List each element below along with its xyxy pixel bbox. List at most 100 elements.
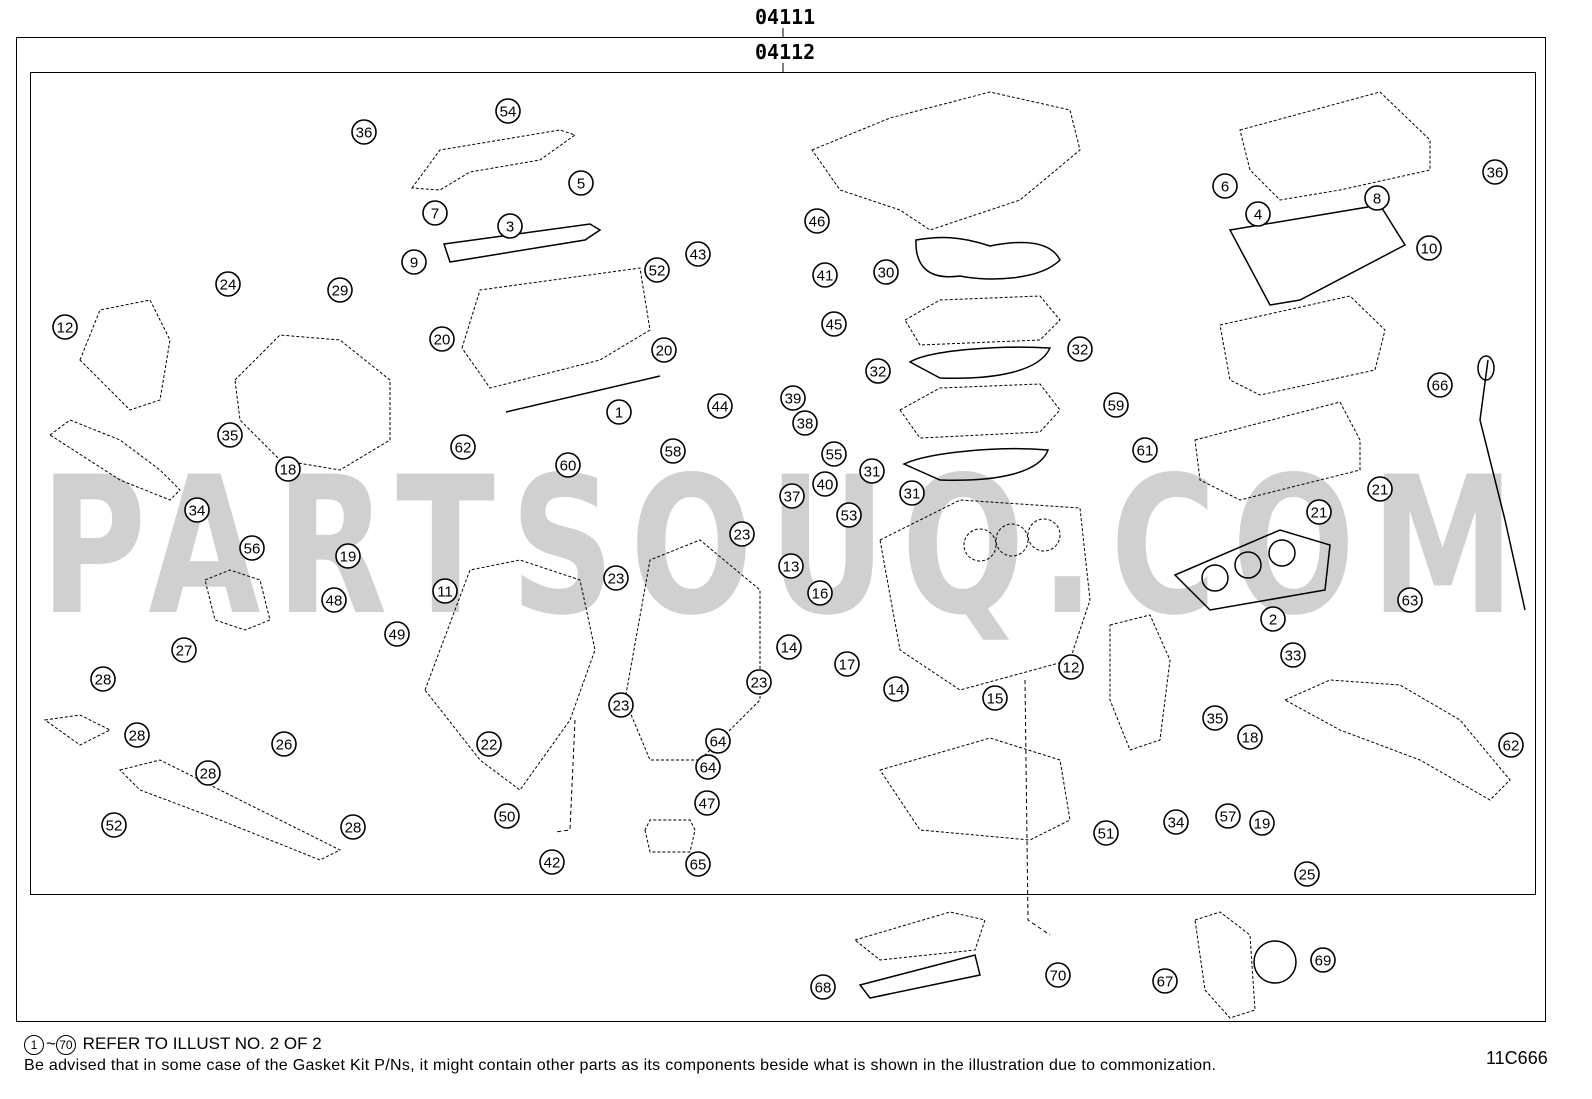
part-callout-34[interactable]: 34 bbox=[184, 497, 210, 523]
part-callout-6[interactable]: 6 bbox=[1212, 173, 1238, 199]
part-callout-44[interactable]: 44 bbox=[707, 393, 733, 419]
part-callout-22[interactable]: 22 bbox=[476, 731, 502, 757]
part-callout-2[interactable]: 2 bbox=[1260, 606, 1286, 632]
part-callout-28[interactable]: 28 bbox=[195, 760, 221, 786]
part-callout-64[interactable]: 64 bbox=[705, 728, 731, 754]
part-callout-36[interactable]: 36 bbox=[1482, 159, 1508, 185]
part-callout-40[interactable]: 40 bbox=[812, 471, 838, 497]
part-callout-28[interactable]: 28 bbox=[90, 666, 116, 692]
part-callout-58[interactable]: 58 bbox=[660, 438, 686, 464]
callout-number: 52 bbox=[649, 263, 666, 280]
part-callout-36[interactable]: 36 bbox=[351, 119, 377, 145]
part-callout-63[interactable]: 63 bbox=[1397, 587, 1423, 613]
timing-housing bbox=[624, 539, 761, 761]
part-callout-25[interactable]: 25 bbox=[1294, 861, 1320, 887]
callout-number: 28 bbox=[200, 766, 217, 783]
part-callout-12[interactable]: 12 bbox=[1058, 654, 1084, 680]
part-callout-43[interactable]: 43 bbox=[685, 241, 711, 267]
part-callout-1[interactable]: 1 bbox=[606, 399, 632, 425]
part-callout-64[interactable]: 64 bbox=[695, 754, 721, 780]
part-callout-57[interactable]: 57 bbox=[1215, 803, 1241, 829]
part-callout-11[interactable]: 11 bbox=[432, 578, 458, 604]
part-callout-35[interactable]: 35 bbox=[217, 422, 243, 448]
part-callout-54[interactable]: 54 bbox=[495, 98, 521, 124]
part-callout-32[interactable]: 32 bbox=[865, 358, 891, 384]
part-callout-26[interactable]: 26 bbox=[271, 731, 297, 757]
part-callout-28[interactable]: 28 bbox=[340, 814, 366, 840]
part-callout-39[interactable]: 39 bbox=[780, 385, 806, 411]
part-callout-23[interactable]: 23 bbox=[729, 521, 755, 547]
part-callout-62[interactable]: 62 bbox=[1498, 732, 1524, 758]
part-callout-35[interactable]: 35 bbox=[1202, 705, 1228, 731]
part-callout-14[interactable]: 14 bbox=[776, 634, 802, 660]
part-callout-55[interactable]: 55 bbox=[821, 441, 847, 467]
part-callout-16[interactable]: 16 bbox=[807, 580, 833, 606]
part-callout-30[interactable]: 30 bbox=[873, 259, 899, 285]
part-callout-70[interactable]: 70 bbox=[1045, 962, 1071, 988]
part-callout-9[interactable]: 9 bbox=[401, 249, 427, 275]
part-callout-52[interactable]: 52 bbox=[101, 812, 127, 838]
part-callout-17[interactable]: 17 bbox=[834, 651, 860, 677]
lower-intake bbox=[899, 383, 1061, 439]
water-pipe-lower bbox=[119, 759, 342, 861]
part-callout-32[interactable]: 32 bbox=[1067, 336, 1093, 362]
part-callout-5[interactable]: 5 bbox=[568, 170, 594, 196]
part-callout-68[interactable]: 68 bbox=[810, 974, 836, 1000]
part-callout-23[interactable]: 23 bbox=[608, 692, 634, 718]
part-callout-51[interactable]: 51 bbox=[1093, 820, 1119, 846]
part-callout-46[interactable]: 46 bbox=[804, 208, 830, 234]
part-callout-13[interactable]: 13 bbox=[778, 553, 804, 579]
part-callout-27[interactable]: 27 bbox=[171, 637, 197, 663]
part-callout-21[interactable]: 21 bbox=[1367, 476, 1393, 502]
part-callout-10[interactable]: 10 bbox=[1416, 235, 1442, 261]
part-callout-50[interactable]: 50 bbox=[494, 803, 520, 829]
part-callout-47[interactable]: 47 bbox=[694, 790, 720, 816]
part-callout-62[interactable]: 62 bbox=[450, 434, 476, 460]
part-callout-23[interactable]: 23 bbox=[603, 565, 629, 591]
part-callout-33[interactable]: 33 bbox=[1280, 642, 1306, 668]
part-callout-60[interactable]: 60 bbox=[555, 452, 581, 478]
part-callout-69[interactable]: 69 bbox=[1310, 947, 1336, 973]
part-callout-19[interactable]: 19 bbox=[1249, 810, 1275, 836]
part-callout-23[interactable]: 23 bbox=[746, 669, 772, 695]
part-callout-48[interactable]: 48 bbox=[321, 587, 347, 613]
callout-circle bbox=[1215, 803, 1241, 829]
part-callout-52[interactable]: 52 bbox=[644, 257, 670, 283]
part-callout-20[interactable]: 20 bbox=[429, 326, 455, 352]
part-callout-14[interactable]: 14 bbox=[883, 676, 909, 702]
callout-circle bbox=[608, 692, 634, 718]
part-callout-38[interactable]: 38 bbox=[792, 410, 818, 436]
part-callout-4[interactable]: 4 bbox=[1245, 201, 1271, 227]
part-callout-18[interactable]: 18 bbox=[275, 456, 301, 482]
part-callout-12[interactable]: 12 bbox=[52, 314, 78, 340]
part-callout-65[interactable]: 65 bbox=[685, 851, 711, 877]
part-callout-61[interactable]: 61 bbox=[1132, 437, 1158, 463]
part-callout-53[interactable]: 53 bbox=[836, 502, 862, 528]
part-callout-24[interactable]: 24 bbox=[215, 271, 241, 297]
callout-circle bbox=[1310, 947, 1336, 973]
part-callout-31[interactable]: 31 bbox=[859, 458, 885, 484]
part-callout-29[interactable]: 29 bbox=[327, 277, 353, 303]
part-callout-31[interactable]: 31 bbox=[899, 480, 925, 506]
part-callout-45[interactable]: 45 bbox=[821, 311, 847, 337]
part-callout-28[interactable]: 28 bbox=[124, 722, 150, 748]
callout-number: 57 bbox=[1220, 809, 1237, 826]
part-callout-42[interactable]: 42 bbox=[539, 849, 565, 875]
part-callout-49[interactable]: 49 bbox=[384, 621, 410, 647]
part-callout-15[interactable]: 15 bbox=[982, 685, 1008, 711]
part-callout-37[interactable]: 37 bbox=[779, 483, 805, 509]
part-callout-19[interactable]: 19 bbox=[335, 543, 361, 569]
part-callout-8[interactable]: 8 bbox=[1364, 185, 1390, 211]
part-callout-34[interactable]: 34 bbox=[1163, 809, 1189, 835]
part-callout-20[interactable]: 20 bbox=[651, 337, 677, 363]
part-callout-21[interactable]: 21 bbox=[1306, 499, 1332, 525]
part-callout-18[interactable]: 18 bbox=[1237, 724, 1263, 750]
part-callout-56[interactable]: 56 bbox=[239, 535, 265, 561]
part-callout-67[interactable]: 67 bbox=[1152, 968, 1178, 994]
part-callout-59[interactable]: 59 bbox=[1103, 392, 1129, 418]
gasket-bore-1 bbox=[1201, 564, 1229, 592]
part-callout-7[interactable]: 7 bbox=[422, 200, 448, 226]
part-callout-66[interactable]: 66 bbox=[1427, 372, 1453, 398]
part-callout-3[interactable]: 3 bbox=[497, 213, 523, 239]
part-callout-41[interactable]: 41 bbox=[812, 262, 838, 288]
